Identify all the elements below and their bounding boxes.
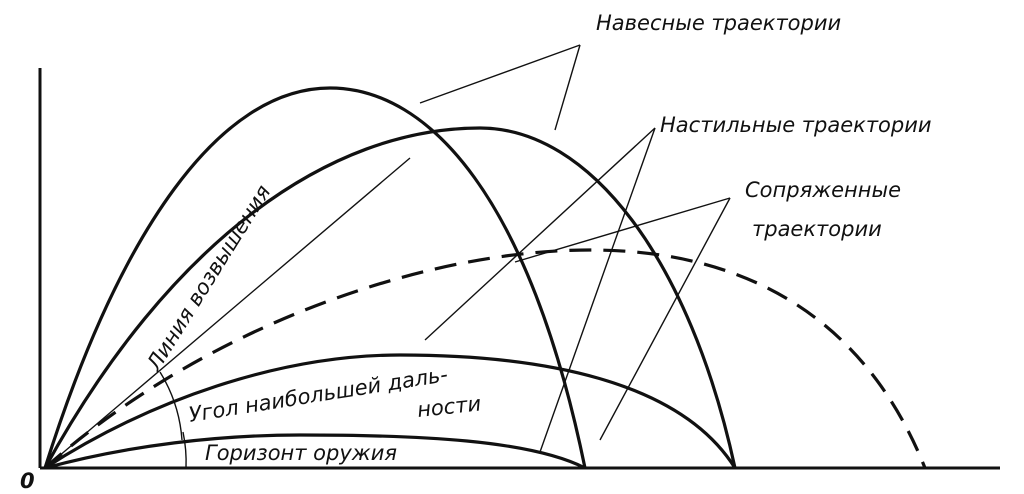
leader-line [424,127,656,341]
high-angle-trajectory-1 [43,86,587,469]
label-conjugate-2: траектории [752,217,882,241]
label-weapon-horizon: Горизонт оружия [205,441,397,465]
max-range-trajectory [43,248,927,470]
label-elevation-line: Линия возвышения [141,181,275,376]
leader-line [514,197,731,263]
label-high-angle: Навесные траектории [596,11,841,35]
flat-trajectory-2 [44,433,586,470]
leader-line [419,44,581,104]
label-origin: 0 [20,469,35,493]
leader-lines [419,44,731,453]
high-angle-trajectory-2 [43,126,737,469]
leader-line [599,197,731,441]
label-max-range-angle-1: Угол наибольшей даль- [187,362,449,427]
label-max-range-angle-2: ности [416,391,482,422]
elevation-line [44,157,411,469]
label-conjugate-1: Сопряженные [745,178,901,202]
leader-line [554,44,581,131]
max-range-angle-arc [159,371,183,441]
flat-trajectory-1 [44,353,737,470]
leader-line [539,127,656,453]
elevation-angle-arc [182,431,187,469]
label-flat: Настильные траектории [660,113,932,137]
